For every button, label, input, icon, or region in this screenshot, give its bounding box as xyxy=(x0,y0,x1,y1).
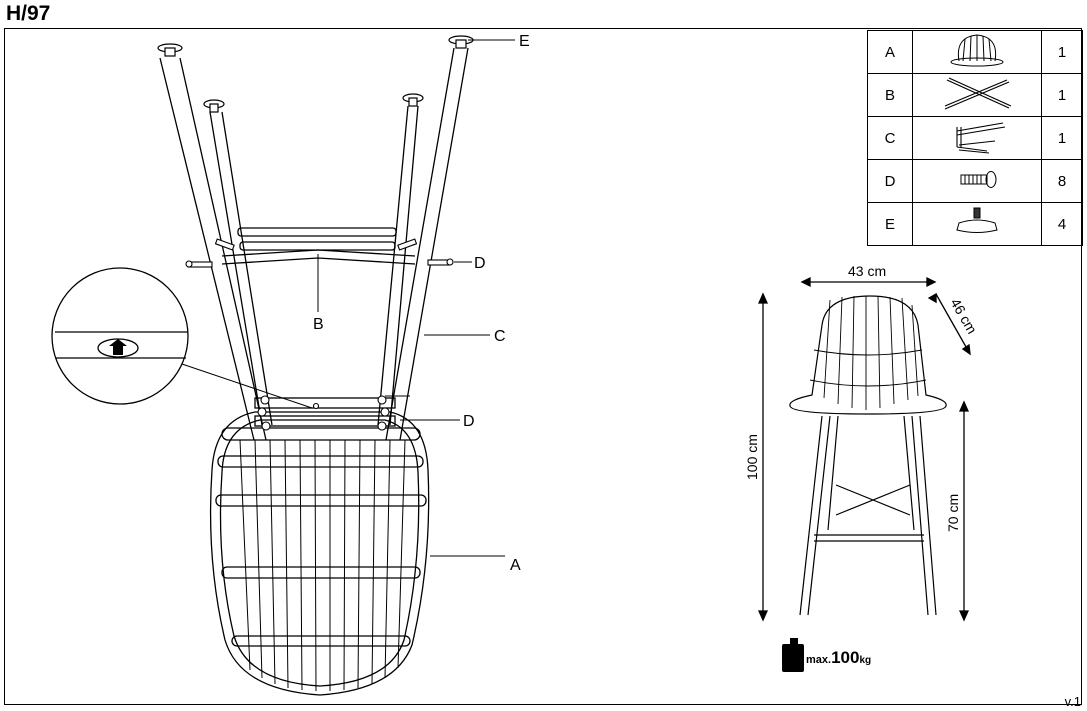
parts-table: A 1 B 1 C xyxy=(867,30,1083,246)
leg-frame xyxy=(159,47,469,441)
dimension-arrows xyxy=(757,276,971,622)
table-row: B 1 xyxy=(867,73,1083,117)
part-qty: 1 xyxy=(1041,73,1083,117)
dim-depth: 46 cm xyxy=(947,296,980,337)
table-row: E 4 xyxy=(867,202,1083,246)
part-qty: 1 xyxy=(1041,30,1083,74)
weight-icon xyxy=(782,638,804,672)
max-load: max.100kg xyxy=(806,648,871,668)
model-code: H/97 xyxy=(6,2,51,25)
label-b: B xyxy=(313,316,324,333)
stool-side-view xyxy=(789,295,947,616)
dim-width: 43 cm xyxy=(848,263,886,279)
part-picture xyxy=(912,116,1042,160)
part-letter: A xyxy=(867,30,913,74)
seat-icon xyxy=(950,34,1004,67)
max-load-prefix: max. xyxy=(806,654,832,666)
label-d-bottom: D xyxy=(463,413,475,430)
dim-height: 100 cm xyxy=(744,434,760,480)
part-letter: D xyxy=(867,159,913,203)
table-row: D 8 xyxy=(867,159,1083,203)
foot-glide-icon xyxy=(956,207,998,233)
detail-magnifier xyxy=(51,267,313,409)
label-c: C xyxy=(494,328,506,345)
screw-icon xyxy=(960,171,997,188)
part-picture xyxy=(912,30,1042,74)
foot-glides xyxy=(157,35,474,113)
max-load-value: 100 xyxy=(831,648,860,667)
cross-brace-icon xyxy=(944,77,1012,110)
table-row: C 1 xyxy=(867,116,1083,160)
drawing-frame xyxy=(4,28,1082,705)
part-picture xyxy=(912,159,1042,203)
leader-lines xyxy=(317,39,515,557)
label-a: A xyxy=(510,557,521,574)
part-letter: B xyxy=(867,73,913,117)
table-row: A 1 xyxy=(867,30,1083,74)
dim-seat-height: 70 cm xyxy=(945,494,961,532)
part-letter: E xyxy=(867,202,913,246)
part-qty: 1 xyxy=(1041,116,1083,160)
seat-shell xyxy=(209,411,430,696)
leg-frame-icon xyxy=(956,122,1006,154)
part-qty: 4 xyxy=(1041,202,1083,246)
label-e: E xyxy=(519,33,530,50)
screws xyxy=(185,238,454,431)
version-label: v.1 xyxy=(1064,694,1081,709)
part-picture xyxy=(912,73,1042,117)
label-d-top: D xyxy=(474,255,486,272)
part-picture xyxy=(912,202,1042,246)
part-qty: 8 xyxy=(1041,159,1083,203)
part-letter: C xyxy=(867,116,913,160)
max-load-unit: kg xyxy=(859,655,872,666)
